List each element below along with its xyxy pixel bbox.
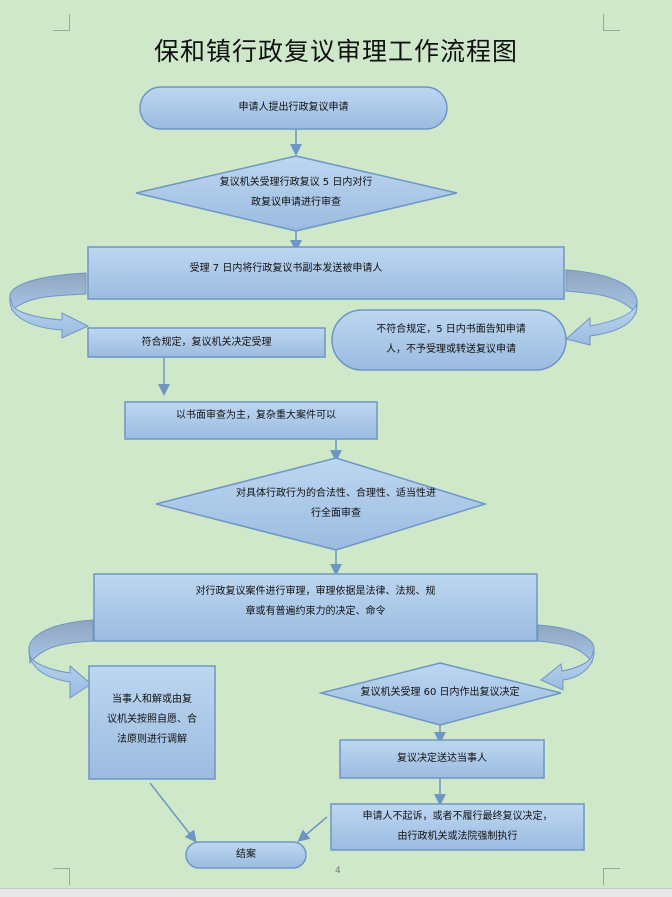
node-accept: 符合规定，复议机关决定受理 — [88, 328, 325, 357]
curved-arrow-right-upper — [564, 269, 638, 346]
page-number: 4 — [335, 866, 341, 876]
node-decision-60days-shape — [318, 662, 562, 726]
node-mediation: 当事人和解或由复 议机关按照自愿、合 法原则进行调解 — [89, 688, 215, 752]
node-enforce-shape — [330, 803, 585, 851]
node-send-copy-text: 受理 7 日内将行政复议书副本发送被申请人 — [189, 263, 383, 274]
node-send-copy-shape — [87, 246, 565, 300]
node-full-review-shape — [155, 457, 488, 551]
node-mediation-line1: 当事人和解或由复 — [112, 694, 192, 705]
node-full-review-line2: 行全面审查 — [311, 508, 361, 519]
node-hearing-line2: 章或有普遍约束力的决定、命令 — [245, 606, 386, 617]
node-start-shape — [139, 86, 448, 130]
node-written-review-text: 以书面审查为主，复杂重大案件可以 — [176, 410, 336, 421]
node-decision-60days: 复议机关受理 60 日内作出复议决定 — [330, 683, 550, 703]
node-accept-text: 符合规定，复议机关决定受理 — [141, 336, 272, 348]
node-review-5days: 复议机关受理行政复议 5 日内对行 政复议申请进行审查 — [176, 171, 416, 215]
node-mediation-line2: 议机关按照自愿、合 — [107, 714, 197, 725]
node-deliver: 复议决定送达当事人 — [340, 740, 544, 778]
node-reject-shape — [331, 309, 567, 371]
node-enforce-line1: 申请人不起诉，或者不履行最终复议决定， — [362, 811, 553, 822]
edge-enforce-end — [297, 816, 328, 842]
node-hearing-line1: 对行政复议案件进行审理，审理依据是法律、法规、规 — [195, 586, 436, 597]
node-reject-line1: 不符合规定，5 日内书面告知申请 — [376, 324, 526, 335]
window-bottom-edge — [0, 888, 672, 897]
node-hearing-shape — [93, 573, 538, 642]
node-review-5days-line1: 复议机关受理行政复议 5 日内对行 — [219, 177, 373, 188]
node-review-5days-shape — [135, 155, 458, 232]
corner-mark-bottom-left — [53, 868, 70, 885]
node-end-text: 结案 — [236, 849, 256, 860]
page-title: 保和镇行政复议审理工作流程图 — [153, 37, 518, 66]
node-mediation-shape — [88, 665, 216, 780]
node-send-copy: 受理 7 日内将行政复议书副本发送被申请人 — [88, 247, 484, 291]
node-deliver-shape — [339, 739, 545, 779]
corner-mark-top-left — [53, 14, 70, 31]
node-end: 结案 — [186, 842, 306, 868]
node-reject: 不符合规定，5 日内书面告知申请 人，不予受理或转送复议申请 — [340, 314, 562, 366]
node-full-review: 对具体行政行为的合法性、合理性、适当性进 行全面审查 — [220, 482, 452, 526]
node-enforce: 申请人不起诉，或者不履行最终复议决定， 由行政机关或法院强制执行 — [331, 806, 584, 848]
curved-arrow-right-lower — [537, 624, 595, 691]
node-full-review-line1: 对具体行政行为的合法性、合理性、适当性进 — [236, 488, 436, 499]
curved-arrow-left-lower — [28, 619, 94, 699]
node-written-review-shape — [124, 401, 378, 440]
node-written-review: 以书面审查为主，复杂重大案件可以 — [130, 402, 382, 430]
curved-arrow-left-upper — [9, 272, 90, 339]
node-accept-shape — [87, 327, 326, 358]
corner-mark-top-right — [603, 14, 620, 31]
node-mediation-line3: 法原则进行调解 — [117, 734, 187, 745]
edge-mediation-end — [149, 782, 197, 843]
node-decision-60days-text: 复议机关受理 60 日内作出复议决定 — [360, 687, 520, 698]
node-deliver-text: 复议决定送达当事人 — [397, 753, 487, 764]
node-review-5days-line2: 政复议申请进行审查 — [251, 197, 341, 208]
node-start: 申请人提出行政复议申请 — [140, 87, 447, 129]
node-hearing: 对行政复议案件进行审理，审理依据是法律、法规、规 章或有普遍约束力的决定、命令 — [94, 580, 537, 624]
node-end-shape — [185, 841, 307, 869]
node-reject-line2: 人，不予受理或转送复议申请 — [386, 344, 516, 355]
node-start-text: 申请人提出行政复议申请 — [238, 102, 349, 113]
node-enforce-line2: 由行政机关或法院强制执行 — [397, 831, 518, 842]
corner-mark-bottom-right — [603, 868, 620, 885]
